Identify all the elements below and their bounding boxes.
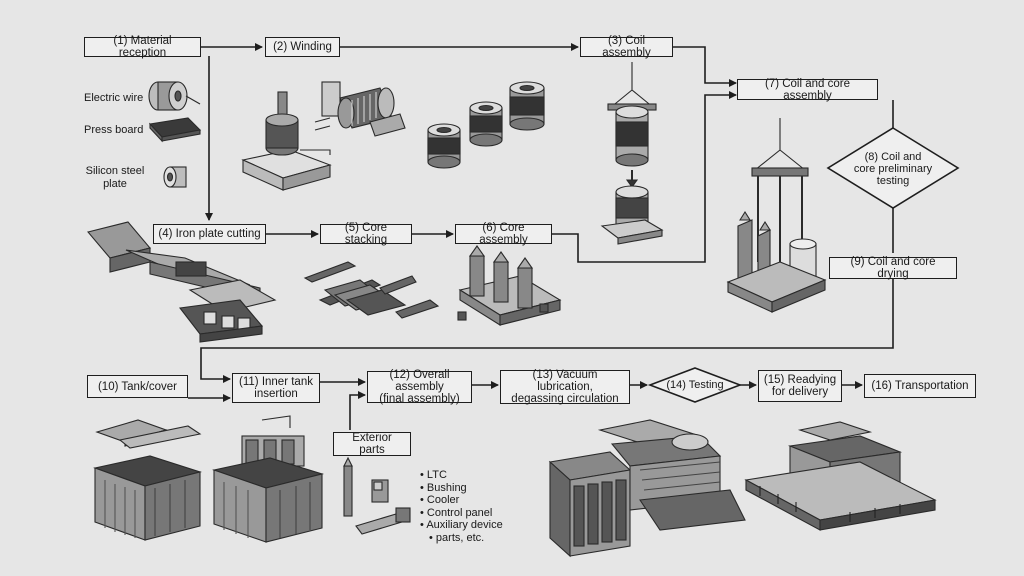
step-label: (7) Coil and core assembly: [764, 77, 850, 102]
step-label-line1: (8) Coil and: [864, 151, 922, 163]
coil-lifting-icon: [600, 62, 664, 245]
step-overall-assembly: (12) Overall assembly (final assembly): [367, 369, 472, 405]
inner-tank-icon: [211, 415, 325, 543]
step-label-line1: (13) Vacuum lubrication,: [532, 369, 598, 393]
list-item: Bushing: [420, 482, 503, 495]
list-item: parts, etc.: [420, 532, 503, 545]
tank-cover-icon: [93, 419, 202, 541]
press-board-icon: [148, 117, 202, 143]
list-item: Cooler: [420, 494, 503, 507]
vacuum-degassing-icon: [548, 419, 746, 558]
exterior-parts-title: Exterior parts: [352, 432, 392, 456]
step-label: (14) Testing: [666, 379, 724, 391]
step-label-line1: (11) Inner tank: [239, 376, 313, 388]
steel-roll-icon: [163, 166, 187, 188]
step-preliminary-testing: (8) Coil and core preliminary testing: [838, 151, 948, 187]
silicon-steel-line1: Silicon steel: [85, 165, 145, 177]
iron-cutting-machine-icon: [87, 221, 277, 343]
step-coil-core-assembly: (7) Coil and core assembly: [737, 77, 878, 102]
step-label: (2) Winding: [273, 41, 332, 53]
step-label: (10) Tank/cover: [97, 380, 178, 393]
step-label: (3) Coil assembly: [602, 35, 651, 59]
step-testing: (14) Testing: [655, 379, 735, 391]
step-tank-cover: (10) Tank/cover: [87, 375, 188, 398]
step-label-line2: degassing circulation: [511, 393, 619, 405]
step-label-line1: (15) Readying: [763, 374, 837, 386]
step-core-stacking: (5) Core stacking: [320, 222, 412, 246]
step-label: (5) Core stacking: [344, 222, 388, 246]
core-plates-icon: [303, 261, 440, 319]
exterior-parts-list: LTC Bushing Cooler Control panel Auxilia…: [420, 469, 503, 545]
coil-drum-icon: [337, 87, 395, 129]
step-label-line3: testing: [876, 175, 910, 187]
core-assembly-icon: [457, 245, 562, 326]
exterior-parts-icon: [343, 456, 411, 535]
step-label: (4) Iron plate cutting: [158, 228, 261, 240]
winding-machine-icon: [241, 81, 406, 191]
step-coil-assembly: (3) Coil assembly: [580, 35, 673, 59]
step-label: (1) Material reception: [113, 35, 172, 59]
coil-core-rig-icon: [726, 118, 827, 313]
step-label-line2: insertion: [254, 388, 298, 400]
list-item: Auxiliary device: [420, 519, 502, 532]
list-item: LTC: [420, 469, 503, 482]
step-winding: (2) Winding: [265, 37, 340, 57]
exterior-parts-box: Exterior parts: [333, 432, 411, 456]
step-label: (16) Transportation: [871, 380, 969, 392]
list-item: Control panel: [420, 507, 503, 520]
press-board-label: Press board: [84, 124, 144, 136]
coils-icon: [427, 81, 545, 169]
step-label-line2: (final assembly): [379, 393, 460, 405]
step-label-line2: for delivery: [771, 386, 829, 398]
step-label: (6) Core assembly: [479, 222, 528, 246]
wire-spool-icon: [148, 81, 201, 111]
step-core-assembly: (6) Core assembly: [455, 222, 552, 246]
step-label: (9) Coil and core drying: [850, 256, 936, 280]
step-label-line2: core preliminary: [853, 163, 933, 175]
step-label-line1: (12) Overall assembly: [389, 369, 450, 393]
step-coil-core-drying: (9) Coil and core drying: [829, 256, 957, 280]
silicon-steel-line2: plate: [103, 178, 127, 190]
step-inner-tank-insertion: (11) Inner tank insertion: [232, 373, 320, 403]
step-material-reception: (1) Material reception: [84, 35, 201, 59]
silicon-steel-label: Silicon steel plate: [80, 165, 150, 191]
step-readying-delivery: (15) Readying for delivery: [758, 370, 842, 402]
step-transportation: (16) Transportation: [864, 374, 976, 398]
step-iron-plate-cutting: (4) Iron plate cutting: [153, 224, 266, 244]
electric-wire-label: Electric wire: [84, 92, 144, 104]
step-vacuum-lubrication: (13) Vacuum lubrication, degassing circu…: [500, 369, 630, 405]
delivery-ready-icon: [744, 421, 937, 531]
